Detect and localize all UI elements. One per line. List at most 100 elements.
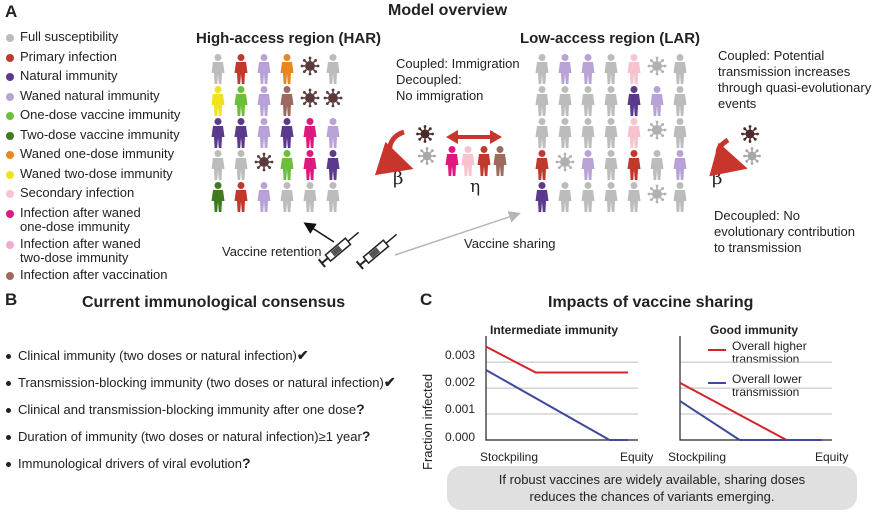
vaccine-retention-arrow: [303, 222, 335, 243]
legend-label: Waned natural immunity: [20, 88, 160, 103]
legend-item: Infection after vaccination: [6, 266, 168, 282]
x-tick-label: Stockpiling: [668, 450, 727, 464]
model-diagram: [211, 54, 761, 270]
person-icon: [604, 54, 618, 84]
person-icon: [604, 86, 618, 116]
question-mark-icon: ?: [241, 455, 251, 471]
legend-label-line: two-dose immunity: [20, 249, 129, 265]
legend-label: Waned one-dose immunity: [20, 147, 174, 161]
person-icon: [673, 150, 687, 180]
virus-icon: [418, 147, 436, 165]
consensus-item: Clinical and transmission-blocking immun…: [6, 401, 365, 417]
chart-1-title: Intermediate immunity: [490, 323, 619, 337]
no-immigration-label: No immigration: [396, 88, 484, 103]
legend-higher-line-1: Overall higher: [732, 339, 807, 353]
legend-label: Natural immunity: [20, 69, 118, 83]
person-icon: [558, 118, 572, 148]
beta-lar-curve-arrow: [709, 137, 748, 177]
decoupled-no-evo-line-3: to transmission: [714, 240, 802, 255]
consensus-item-text: Clinical immunity (two doses or natural …: [18, 348, 297, 363]
chart-2-title: Good immunity: [710, 323, 798, 337]
x-tick-label: Equity: [620, 450, 654, 464]
chart-intermediate-immunity: [485, 336, 638, 441]
coupled-potential-line-1: Coupled: Potential: [718, 48, 825, 63]
person-icon: [673, 182, 687, 212]
immigrating-people: [445, 146, 507, 176]
person-icon: [211, 86, 225, 116]
syringe-icon: [317, 231, 360, 268]
legend-swatch: [6, 209, 14, 218]
virus-icon: [741, 125, 759, 143]
person-icon: [581, 86, 595, 116]
person-icon: [650, 86, 664, 116]
person-icon: [673, 54, 687, 84]
legend-label: Infection after vaccination: [20, 266, 168, 282]
coupled-potential-line-4: events: [718, 96, 757, 111]
legend-label-line: Infection after waned: [20, 204, 141, 220]
check-mark-icon: ✔: [383, 374, 396, 390]
person-icon: [234, 54, 248, 84]
person-icon: [326, 182, 340, 212]
legend-lower-line-2: transmission: [732, 385, 800, 399]
person-icon: [673, 86, 687, 116]
virus-icon: [647, 184, 667, 204]
legend-label: Full susceptibility: [20, 30, 118, 44]
person-icon: [280, 118, 294, 148]
person-icon: [280, 182, 294, 212]
person-icon: [257, 118, 271, 148]
legend-label-line: Waned one-dose immunity: [20, 146, 175, 161]
legend-swatch: [6, 73, 14, 81]
person-icon: [558, 182, 572, 212]
person-icon: [627, 118, 641, 148]
coupled-potential-line-2: transmission increases: [718, 64, 851, 79]
person-icon: [604, 182, 618, 212]
person-icon: [280, 150, 294, 180]
consensus-item-text: Immunological drivers of viral evolution: [18, 456, 242, 471]
check-mark-icon: ✔: [296, 347, 309, 363]
consensus-item: Clinical immunity (two doses or natural …: [6, 347, 309, 364]
person-icon: [627, 54, 641, 84]
x-tick-label: Stockpiling: [480, 450, 539, 464]
person-icon: [303, 150, 317, 180]
legend-label-line: one-dose immunity: [20, 218, 130, 234]
person-icon: [280, 86, 294, 116]
virus-icon: [300, 56, 320, 76]
virus-icon: [300, 88, 320, 108]
person-icon: [627, 86, 641, 116]
immigration-double-arrow: [446, 130, 502, 144]
legend-swatch: [6, 271, 14, 280]
person-icon: [211, 54, 225, 84]
bullet-icon: [6, 408, 11, 414]
panel-a-title: Model overview: [388, 2, 508, 19]
person-icon: [535, 54, 549, 84]
legend-label: One-dose vaccine immunity: [20, 108, 180, 122]
legend-label-line: Full susceptibility: [20, 29, 119, 44]
legend-label-line: Infection after vaccination: [20, 266, 168, 282]
question-mark-icon: ?: [356, 401, 365, 417]
legend-label-line: Primary infection: [20, 48, 117, 64]
har-title: High-access region (HAR): [196, 30, 382, 47]
legend-label: Waned two-dose immunity: [20, 166, 173, 181]
legend-label-line: Natural immunity: [20, 68, 118, 83]
person-icon: [234, 86, 248, 116]
legend-label: Secondary infection: [20, 186, 134, 200]
eta: η: [470, 177, 481, 197]
person-icon: [627, 182, 641, 212]
y-tick-label: 0.003: [445, 348, 476, 362]
virus-icon: [647, 56, 667, 76]
beta-har-curve-arrow: [374, 129, 414, 176]
vaccine-sharing-arrow: [394, 211, 521, 256]
conclusion-line-2: reduces the chances of variants emerging…: [529, 489, 775, 504]
person-icon: [581, 118, 595, 148]
vaccine-sharing-label: Vaccine sharing: [464, 236, 556, 251]
series-line: [679, 400, 822, 441]
y-tick-label: 0.001: [445, 402, 476, 416]
panel-c-title: Impacts of vaccine sharing: [548, 294, 754, 311]
virus-icon: [743, 147, 761, 165]
chart-good-immunity: [679, 336, 832, 441]
person-icon: [581, 54, 595, 84]
